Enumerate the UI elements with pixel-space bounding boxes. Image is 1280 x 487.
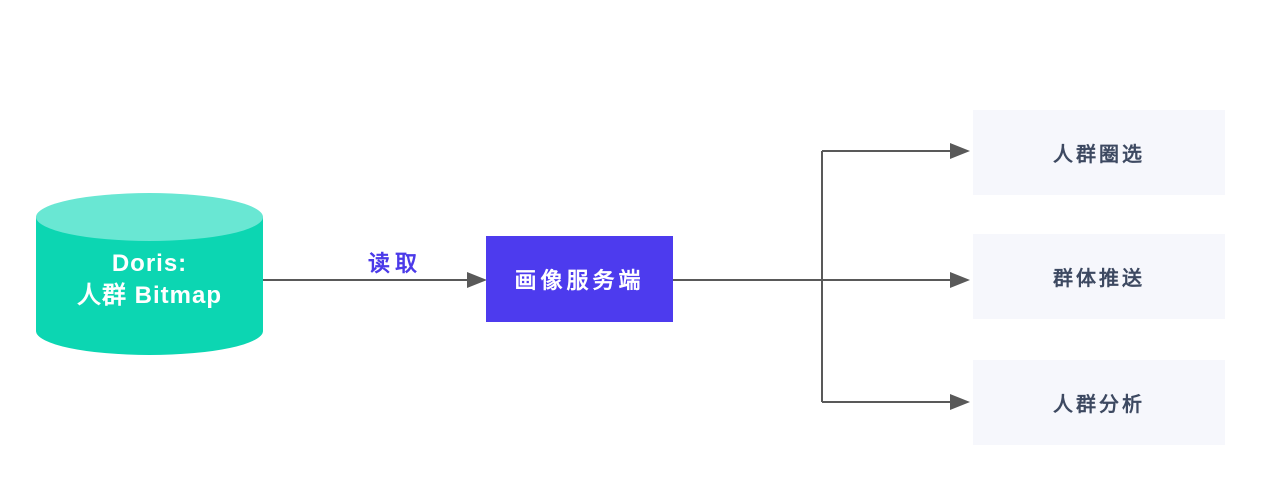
output-node-group-push: 群体推送: [973, 234, 1225, 319]
cylinder-top: [36, 193, 263, 241]
doris-label-line2: 人群 Bitmap: [76, 282, 222, 309]
connector-edges: [263, 143, 970, 410]
output-node-crowd-analysis: 人群分析: [973, 360, 1225, 445]
output-node-label: 人群圈选: [1053, 144, 1145, 166]
doris-node-label: Doris: 人群 Bitmap: [36, 248, 263, 312]
service-node-label: 画像服务端: [514, 268, 645, 293]
doris-label-line1: Doris:: [111, 250, 188, 277]
read-edge-label: 读取: [367, 251, 422, 276]
cylinder-body: [36, 217, 263, 355]
output-node-label: 群体推送: [1053, 268, 1145, 290]
doris-cylinder-shape: [36, 193, 263, 355]
service-node: 画像服务端: [486, 236, 673, 322]
output-node-crowd-selection: 人群圈选: [973, 110, 1225, 195]
output-node-label: 人群分析: [1053, 394, 1145, 416]
